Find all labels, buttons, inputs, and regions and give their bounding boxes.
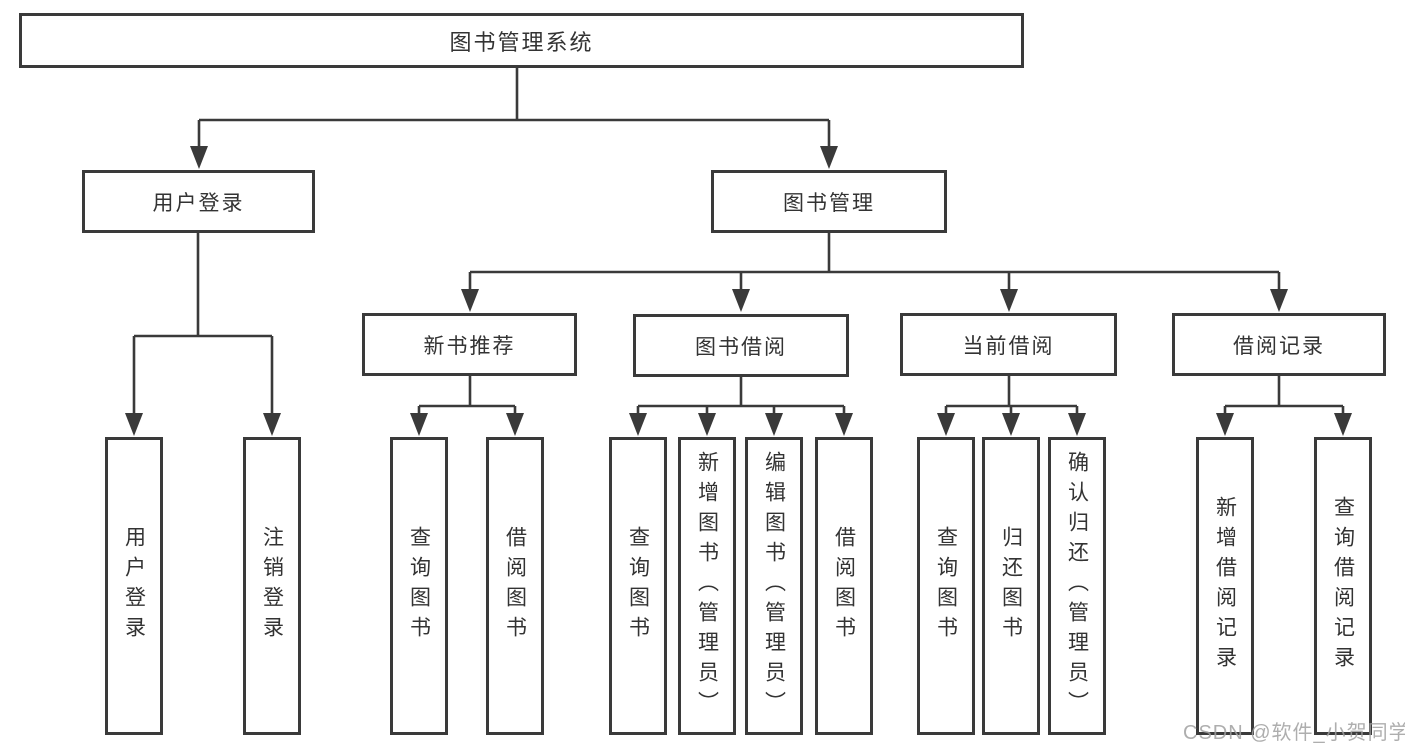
connector-new-book-branch	[417, 376, 517, 418]
leaf-logout: 注销登录	[243, 437, 301, 735]
connector-borrow-records-branch	[1223, 376, 1345, 418]
arrow-down-icon	[190, 146, 208, 169]
leaf-confirm-return-admin: 确认归还（管理员）	[1048, 437, 1106, 735]
arrow-down-icon	[125, 413, 143, 436]
leaf-label: 归还图书	[999, 526, 1023, 646]
leaf-user-login: 用户登录	[105, 437, 163, 735]
leaf-label: 查询图书	[407, 526, 431, 646]
arrow-down-icon	[1068, 413, 1086, 436]
arrow-down-icon	[820, 146, 838, 169]
arrowhead-icons	[125, 146, 1352, 436]
leaf-label: 新增借阅记录	[1213, 496, 1237, 676]
arrow-down-icon	[1334, 413, 1352, 436]
leaf-label: 借阅图书	[503, 526, 527, 646]
arrow-down-icon	[629, 413, 647, 436]
connector-current-borrow-branch	[944, 376, 1079, 418]
leaf-add-borrow-record: 新增借阅记录	[1196, 437, 1254, 735]
leaf-label: 注销登录	[260, 526, 284, 646]
node-library-management-system: 图书管理系统	[19, 13, 1024, 68]
leaf-label: 编辑图书（管理员）	[762, 451, 786, 721]
watermark: CSDN @软件_小贺同学	[1183, 722, 1405, 744]
leaf-borrow-books: 借阅图书	[815, 437, 873, 735]
node-book-management: 图书管理	[711, 170, 947, 233]
arrow-down-icon	[937, 413, 955, 436]
leaf-query-books-recommend: 查询图书	[390, 437, 448, 735]
arrow-down-icon	[461, 289, 479, 312]
leaf-edit-book-admin: 编辑图书（管理员）	[745, 437, 803, 735]
arrow-down-icon	[698, 413, 716, 436]
arrow-down-icon	[732, 289, 750, 312]
leaf-query-books-current: 查询图书	[917, 437, 975, 735]
arrow-down-icon	[506, 413, 524, 436]
connector-root-branch	[197, 68, 831, 152]
leaf-label: 查询图书	[934, 526, 958, 646]
leaf-label: 新增图书（管理员）	[695, 451, 719, 721]
arrow-down-icon	[835, 413, 853, 436]
leaf-label: 查询图书	[626, 526, 650, 646]
arrow-down-icon	[1270, 289, 1288, 312]
arrow-down-icon	[765, 413, 783, 436]
connector-book-borrow-branch	[636, 377, 846, 418]
connector-book-management-branch	[468, 233, 1281, 294]
arrow-down-icon	[410, 413, 428, 436]
leaf-label: 用户登录	[122, 526, 146, 646]
arrow-down-icon	[263, 413, 281, 436]
node-book-borrowing: 图书借阅	[633, 314, 849, 377]
connector-user-login-branch	[132, 233, 274, 418]
arrow-down-icon	[1000, 289, 1018, 312]
leaf-query-books-borrow: 查询图书	[609, 437, 667, 735]
node-new-book-recommendation: 新书推荐	[362, 313, 577, 376]
leaf-borrow-books-recommend: 借阅图书	[486, 437, 544, 735]
arrow-down-icon	[1002, 413, 1020, 436]
node-current-borrowing: 当前借阅	[900, 313, 1117, 376]
leaf-add-book-admin: 新增图书（管理员）	[678, 437, 736, 735]
leaf-query-borrow-record: 查询借阅记录	[1314, 437, 1372, 735]
arrow-down-icon	[1216, 413, 1234, 436]
leaf-label: 查询借阅记录	[1331, 496, 1355, 676]
node-borrowing-records: 借阅记录	[1172, 313, 1386, 376]
node-user-login: 用户登录	[82, 170, 315, 233]
leaf-label: 确认归还（管理员）	[1065, 451, 1089, 721]
leaf-return-book: 归还图书	[982, 437, 1040, 735]
leaf-label: 借阅图书	[832, 526, 856, 646]
